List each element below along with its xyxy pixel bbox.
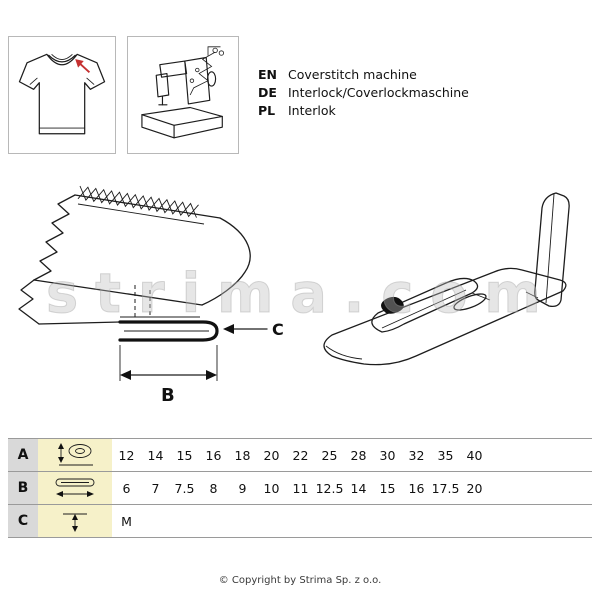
table-row-a: A 12 14 15 16 18 20 22 25 28 30 32 (8, 439, 592, 472)
row-icon-cell (38, 439, 112, 471)
stitch-position-icon (63, 513, 87, 532)
table-cell: 40 (466, 447, 483, 463)
table-cell: 14 (350, 480, 367, 496)
row-header: A (8, 439, 38, 471)
table-row-b: B 6 7 7.5 8 9 10 11 12.5 14 15 16 17.5 (8, 472, 592, 505)
table-cell: 22 (292, 447, 309, 463)
row-header: C (8, 505, 38, 537)
machine-icon-box (127, 36, 239, 154)
table-cell: 9 (238, 480, 247, 496)
label-c: C (272, 320, 284, 339)
row-icon-cell (38, 505, 112, 537)
table-cell: 32 (408, 447, 425, 463)
sewing-machine-icon (141, 46, 225, 139)
table-cell: 30 (379, 447, 396, 463)
label-b: B (161, 385, 175, 406)
coverstitch-pattern (77, 185, 199, 218)
table-cell: 14 (147, 447, 164, 463)
language-row: EN Coverstitch machine (258, 66, 469, 84)
language-code: EN (258, 67, 278, 82)
language-list: EN Coverstitch machine DE Interlock/Cove… (258, 66, 469, 120)
table-cell: 10 (263, 480, 280, 496)
table-row-c: C M (8, 505, 592, 538)
language-row: DE Interlock/Coverlockmaschine (258, 84, 469, 102)
table-cell: 7.5 (174, 480, 195, 496)
table-cell: 6 (122, 480, 131, 496)
language-code: DE (258, 85, 277, 100)
table-cell: 20 (466, 480, 483, 496)
table-cell: 25 (321, 447, 338, 463)
collar-arrow-icon (75, 59, 91, 74)
table-cell: 20 (263, 447, 280, 463)
table-cell: 35 (437, 447, 454, 463)
tape-mouth (381, 296, 404, 314)
table-cell: M (121, 513, 132, 529)
language-row: PL Interlok (258, 102, 469, 120)
binder-attachment-drawing (323, 192, 570, 366)
table-cell: 16 (205, 447, 222, 463)
garment-icon-box (8, 36, 116, 154)
table-cell: 28 (350, 447, 367, 463)
table-cell: 8 (209, 480, 218, 496)
size-table: A 12 14 15 16 18 20 22 25 28 30 32 (8, 438, 592, 538)
copyright: © Copyright by Strima Sp. z o.o. (218, 575, 382, 586)
language-label: Coverstitch machine (288, 67, 417, 82)
c-callout: C (223, 320, 284, 339)
table-cell: 7 (151, 480, 160, 496)
fabric-fold-diagram: C B (18, 185, 284, 406)
table-cell: 16 (408, 480, 425, 496)
table-cell: 18 (234, 447, 251, 463)
table-cell: 17.5 (431, 480, 460, 496)
row-header: B (8, 472, 38, 504)
row-icon-cell (38, 472, 112, 504)
tape-roll-width-icon (58, 443, 93, 466)
language-label: Interlock/Coverlockmaschine (288, 85, 469, 100)
language-label: Interlok (288, 103, 336, 118)
t-shirt-icon (18, 53, 106, 135)
table-cell: 11 (292, 480, 309, 496)
table-cell: 15 (176, 447, 193, 463)
table-cell: 12.5 (315, 480, 344, 496)
b-dimension: B (119, 345, 218, 406)
table-cell: 12 (118, 447, 135, 463)
folded-tape-width-icon (55, 478, 95, 497)
language-code: PL (258, 103, 276, 118)
table-cell: 15 (379, 480, 396, 496)
